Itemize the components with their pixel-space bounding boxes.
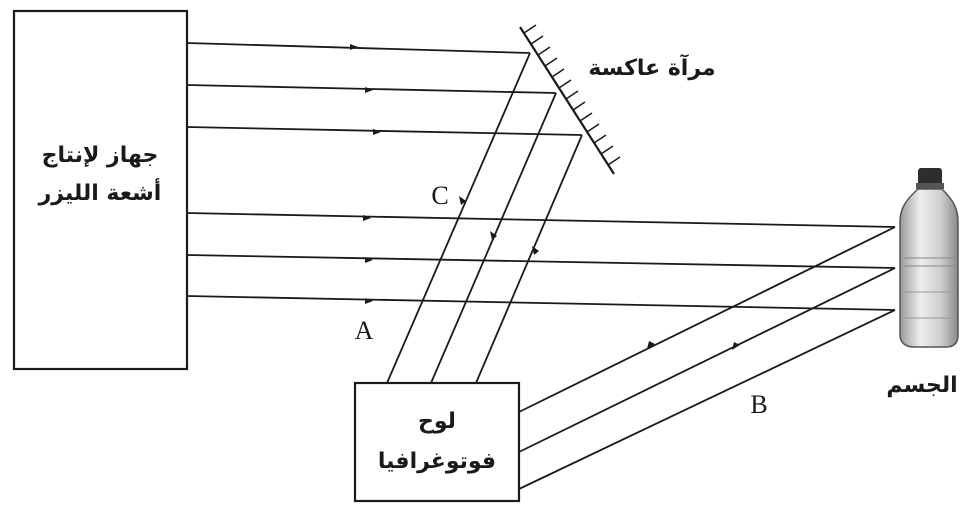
laser-device-box — [12, 9, 189, 371]
object-reflected-beams — [518, 226, 896, 490]
point-b-label: B — [750, 390, 767, 419]
beam-arrow-marks — [350, 44, 381, 304]
reflecting-mirror — [519, 24, 621, 175]
bottle-object — [899, 168, 959, 348]
photographic-plate-label-line2: فوتوغرافيا — [378, 449, 496, 474]
laser-device-label-line2: أشعة الليزر — [38, 177, 162, 206]
object-beams — [186, 212, 896, 311]
point-c-label: C — [431, 181, 448, 210]
laser-device-label-line1: جهاز لإنتاج — [42, 143, 159, 168]
photographic-plate-box — [353, 381, 521, 503]
mirror-beams — [186, 42, 583, 136]
object-reflected-arrows — [647, 341, 740, 350]
object-label: الجسم — [886, 373, 957, 398]
mirror-label: مرآة عاكسة — [588, 53, 715, 81]
photographic-plate-label-line1: لوح — [418, 409, 456, 434]
reference-beam-arrows — [459, 196, 539, 255]
point-a-label: A — [355, 316, 374, 345]
